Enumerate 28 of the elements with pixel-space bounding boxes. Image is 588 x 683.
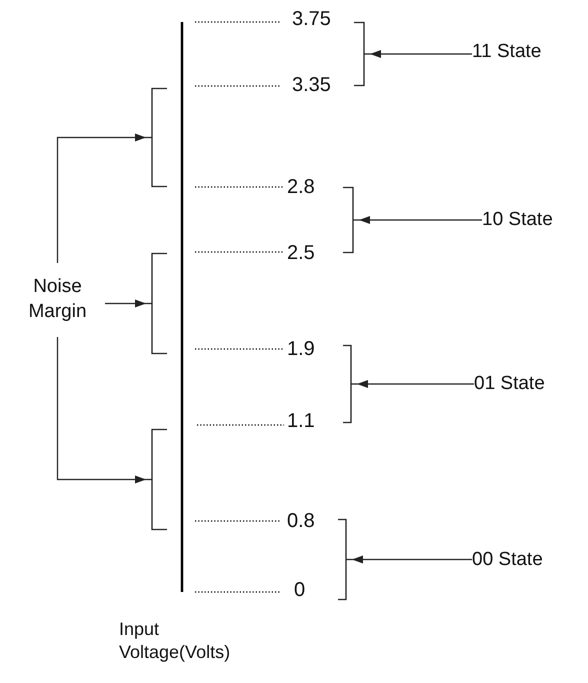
axis-title: Input Voltage(Volts)	[119, 618, 232, 664]
arrow	[359, 216, 482, 224]
arrow	[352, 556, 472, 564]
state-label: Noise Margin	[27, 275, 88, 324]
bracket	[146, 429, 167, 530]
voltage-value: 3.75	[292, 7, 331, 32]
bracket	[146, 253, 167, 354]
voltage-value: 1.9	[287, 337, 315, 362]
voltage-value: 2.8	[287, 175, 315, 200]
state-label: 00 State	[472, 548, 543, 572]
bracket	[338, 519, 352, 600]
bracket	[354, 22, 370, 86]
arrow	[357, 380, 474, 388]
state-label: 11 State	[472, 40, 542, 64]
voltage-value: 3.35	[292, 73, 331, 98]
state-label: 01 State	[474, 372, 545, 396]
voltage-value: 0.8	[287, 509, 315, 534]
bracket	[343, 187, 359, 253]
voltage-value: 2.5	[287, 241, 315, 266]
voltage-value: 1.1	[287, 409, 315, 434]
state-label: 10 State	[482, 208, 553, 232]
arrow	[105, 300, 146, 308]
arrow	[56, 337, 146, 484]
bracket	[146, 88, 167, 187]
voltage-value: 0	[294, 578, 306, 603]
arrow	[56, 134, 146, 263]
arrow	[370, 50, 472, 58]
bracket	[343, 345, 357, 423]
